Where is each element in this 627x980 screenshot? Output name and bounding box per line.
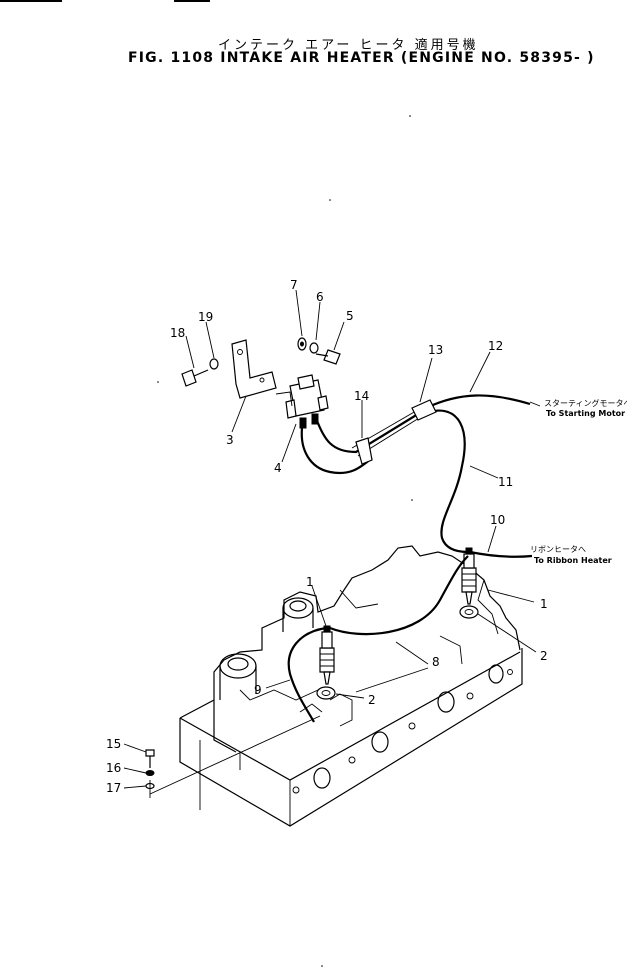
cable-12: [425, 394, 531, 409]
callout-19: 19: [198, 310, 213, 324]
cable-12-end: [529, 401, 541, 407]
callout-7: 7: [290, 278, 298, 292]
callout-10: 10: [490, 513, 505, 527]
figure-title-japanese: インテーク エアー ヒータ 適用号機: [218, 38, 479, 53]
callout-15: 15: [106, 737, 121, 751]
speck: [409, 115, 411, 117]
dest-ribbon-heater-en: To Ribbon Heater: [534, 556, 612, 565]
callout-12: 12: [488, 339, 503, 353]
relay-4: [275, 374, 329, 429]
washer-right: [459, 605, 479, 619]
callout-5: 5: [346, 309, 354, 323]
leader-lines: [123, 289, 537, 789]
speck: [157, 381, 159, 383]
washer-19: [209, 358, 219, 370]
bracket-3: [231, 339, 277, 399]
clip-14: [355, 437, 373, 465]
dest-starting-motor-jp: スターティングモータへ: [544, 398, 627, 408]
figure-title-english: FIG. 1108 INTAKE AIR HEATER (ENGINE NO. …: [128, 50, 595, 66]
callout-8: 8: [432, 655, 440, 669]
callout-1-right: 1: [540, 597, 548, 611]
header-rule-left: [0, 0, 62, 2]
callout-11: 11: [498, 475, 513, 489]
speck: [329, 199, 331, 201]
relay-harness-lower: [300, 427, 373, 475]
cable-9: [287, 626, 327, 723]
spring-washer-6: [309, 342, 319, 354]
callout-2-right: 2: [540, 649, 548, 663]
cable-8: [329, 555, 469, 636]
bolt-5: [315, 349, 341, 365]
clamp-13: [411, 399, 437, 421]
callout-16: 16: [106, 761, 121, 775]
callout-14: 14: [354, 389, 369, 403]
cylinder-head: [179, 545, 523, 827]
bolt-15: [145, 749, 155, 768]
washer-left: [316, 686, 336, 700]
heater-plug-right: [461, 547, 477, 605]
dest-ribbon-heater-jp: リボンヒータへ: [530, 545, 586, 554]
heater-plug-left: [319, 625, 335, 685]
callout-4: 4: [274, 461, 282, 475]
callout-3: 3: [226, 433, 234, 447]
relay-harness: [314, 413, 419, 454]
washer-7: [297, 337, 307, 351]
ground-guide-line: [149, 715, 321, 795]
spring-washer-16: [145, 770, 155, 776]
callout-18: 18: [170, 326, 185, 340]
callout-17: 17: [106, 781, 121, 795]
cable-11: [427, 409, 469, 554]
callout-2-left: 2: [368, 693, 376, 707]
cable-10: [469, 550, 533, 558]
callout-numbers: 18 19 7 6 5 3 4 13 12 14 11 10 1 1 2 8 9…: [106, 278, 548, 795]
header-rule-right: [174, 0, 210, 2]
bolt-18: [181, 369, 209, 387]
speck: [411, 499, 413, 501]
callout-13: 13: [428, 343, 443, 357]
callout-1-left: 1: [306, 575, 314, 589]
callout-9: 9: [254, 683, 262, 697]
speck: [321, 965, 323, 967]
callout-6: 6: [316, 290, 324, 304]
dest-starting-motor-en: To Starting Motor: [546, 409, 625, 418]
